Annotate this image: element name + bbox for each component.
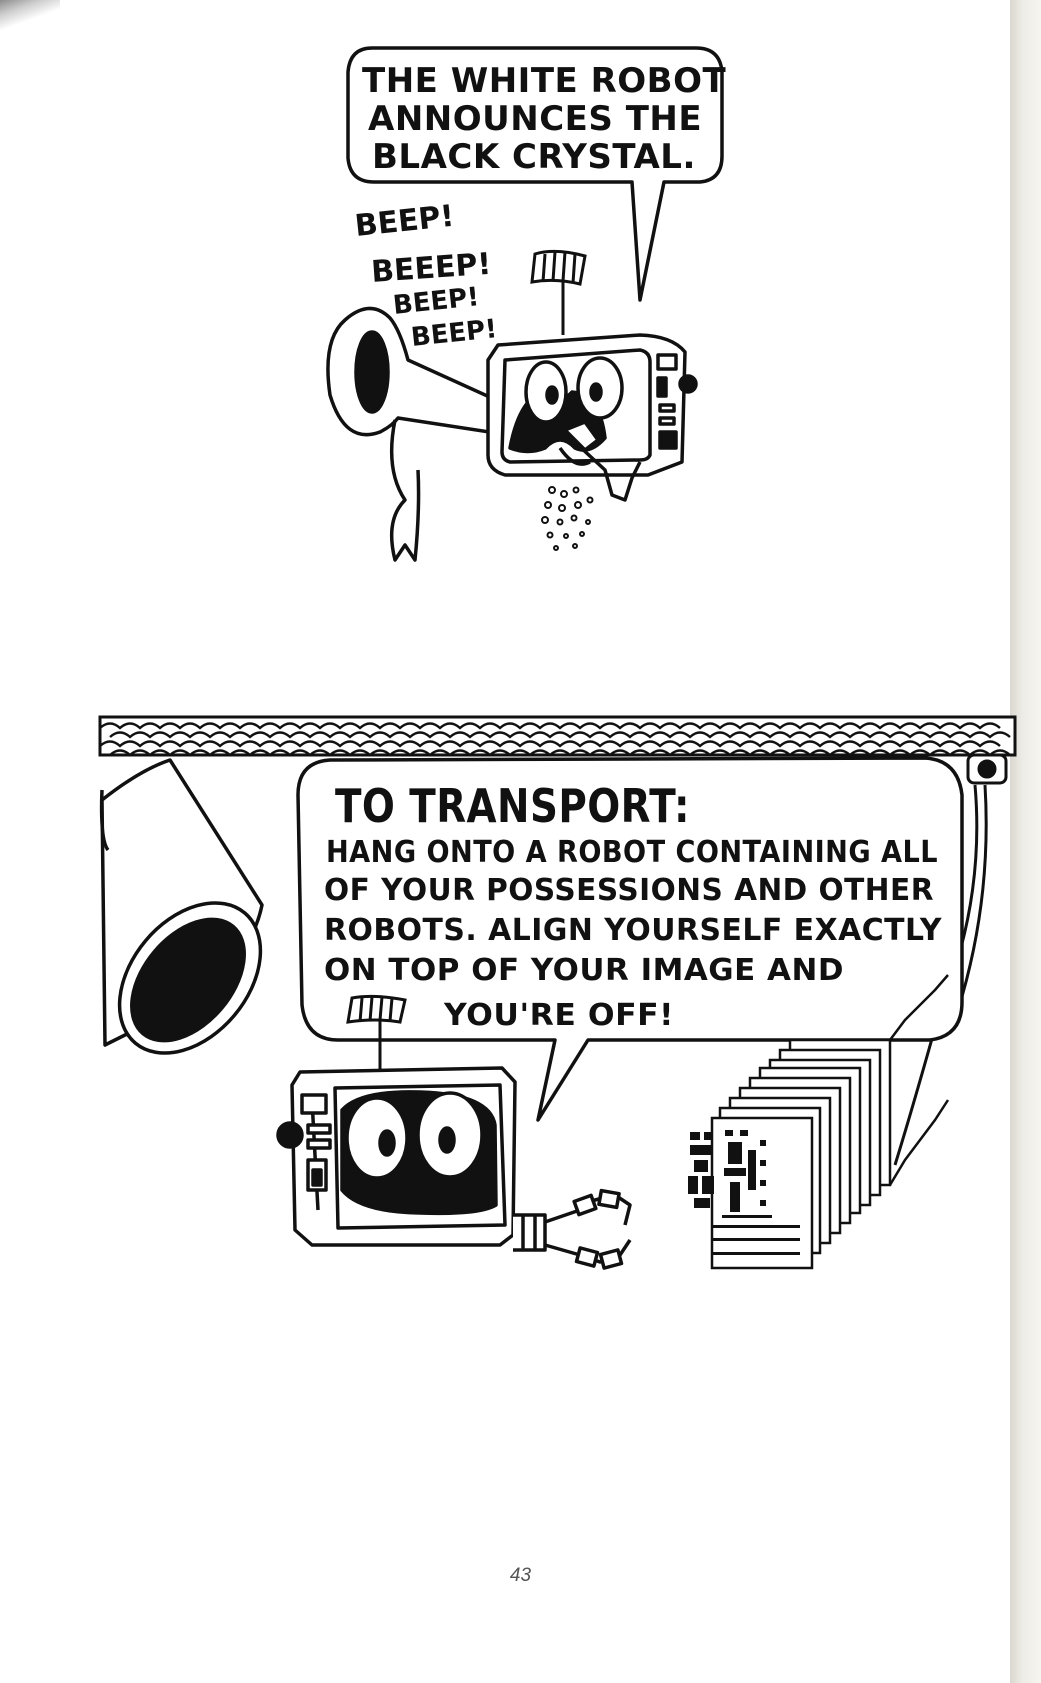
pixel-image [688,1130,800,1255]
antenna-icon [530,249,587,335]
black-robot [276,1066,632,1270]
corner-shadow [0,0,60,30]
instruction-line-2: OF YOUR POSSESSIONS AND OTHER [324,873,934,908]
instruction-heading: TO TRANSPORT: [335,779,690,833]
page-number: 43 [509,1565,532,1586]
white-robot [486,333,698,502]
lamp-cone-icon [99,758,264,1055]
instruction-line-1: HANG ONTO A ROBOT CONTAINING ALL [326,835,938,870]
instruction-line-4: ON TOP OF YOUR IMAGE AND [324,953,844,988]
crystal-particles [541,486,594,551]
caption-line-2: ANNOUNCES THE [368,99,702,139]
instruction-line-5: YOU'RE OFF! [443,998,674,1033]
spine-shadow [1010,0,1041,1683]
caption-line-1: THE WHITE ROBOT [362,61,726,101]
ceiling-scales [98,715,1017,757]
beep-2: BEEEP! [370,247,492,290]
caption-bubble-1 [346,46,724,302]
panel-1: THE WHITE ROBOT ANNOUNCES THE BLACK CRYS… [326,46,726,562]
instruction-line-3: ROBOTS. ALIGN YOURSELF EXACTLY [324,913,943,948]
caption-line-3: BLACK CRYSTAL. [372,137,696,177]
antenna-icon-2 [346,994,407,1072]
instruction-bubble [296,756,964,1122]
